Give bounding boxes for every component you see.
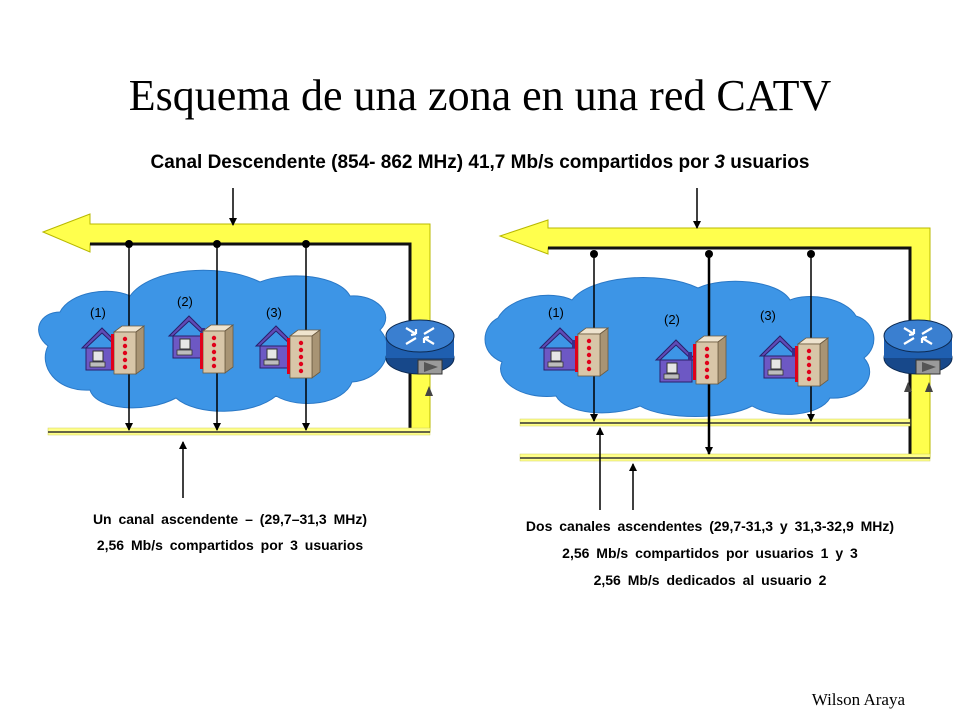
right-user-label-2: (2): [664, 312, 680, 327]
downstream-label-prefix: Canal Descendente (854- 862 MHz) 41,7 Mb…: [150, 152, 715, 173]
right-caption-line-1: Dos canales ascendentes (29,7-31,3 y 31,…: [525, 518, 895, 534]
right-router-uplink-arrowhead-1: [904, 382, 912, 392]
page-title: Esquema de una zona en una red CATV: [128, 71, 832, 120]
downstream-user-count: 3: [714, 152, 725, 173]
right-user-label-1: (1): [548, 305, 564, 320]
left-caption-line-1: Un canal ascendente – (29,7–31,3 MHz): [92, 511, 368, 527]
left-router-icon: [384, 318, 456, 376]
right-modem-icon-3: [794, 337, 829, 387]
downstream-channel-label: Canal Descendente (854- 862 MHz) 41,7 Mb…: [0, 152, 960, 174]
right-caption-line-2: 2,56 Mb/s compartidos por usuarios 1 y 3: [562, 545, 858, 561]
right-upstream-caption: Dos canales ascendentes (29,7-31,3 y 31,…: [470, 513, 950, 594]
right-router-uplink-arrowhead-2: [925, 382, 933, 392]
right-router-icon: [882, 318, 954, 376]
left-caption-line-2: 2,56 Mb/s compartidos por 3 usuarios: [96, 537, 364, 553]
left-upstream-caption: Un canal ascendente – (29,7–31,3 MHz) 2,…: [40, 506, 420, 558]
left-modem-icon-2: [199, 324, 234, 374]
left-scheme: (1) (2) (3): [38, 188, 456, 498]
left-modem-icon-3: [286, 329, 321, 379]
right-caption-line-3: 2,56 Mb/s dedicados al usuario 2: [593, 572, 827, 588]
left-modem-icon-1: [110, 325, 145, 375]
right-modem-icon-1: [574, 327, 609, 377]
left-user-label-3: (3): [266, 305, 282, 320]
downstream-label-suffix: usuarios: [724, 152, 810, 173]
right-scheme: (1) (2) (3): [484, 188, 954, 510]
right-user-label-3: (3): [760, 308, 776, 323]
left-user-label-1: (1): [90, 305, 106, 320]
right-modem-icon-2: [692, 335, 727, 385]
author-signature: Wilson Araya: [811, 690, 905, 709]
left-router-uplink-arrowhead: [425, 386, 433, 396]
left-user-label-2: (2): [177, 294, 193, 309]
